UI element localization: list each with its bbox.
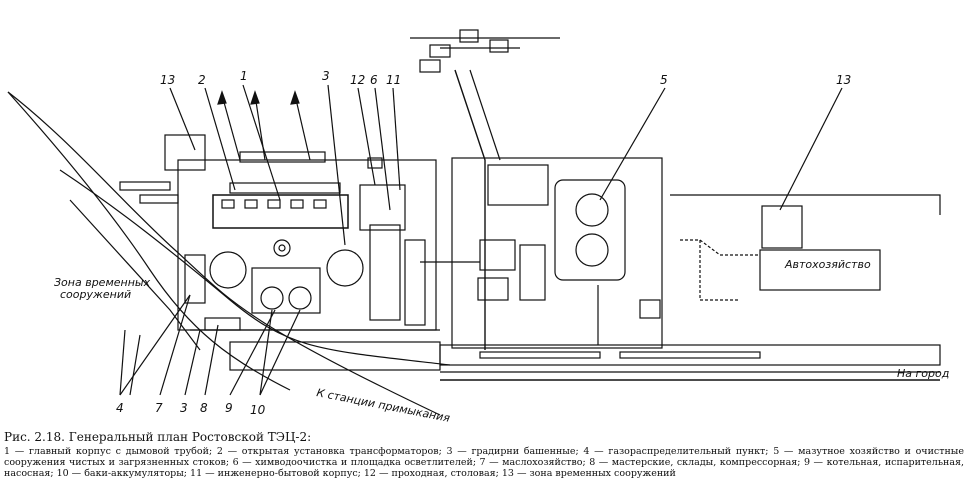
to-city-label: На город <box>897 367 949 380</box>
label-9: 9 <box>225 401 233 415</box>
label-13-right: 13 <box>836 73 851 87</box>
zone-label-line2: сооружений <box>60 288 131 301</box>
label-12: 12 <box>350 73 365 87</box>
railway-track <box>119 329 126 396</box>
fuel-oil-tank <box>575 233 609 267</box>
to-station-label: К станции примыкания <box>315 386 451 425</box>
railway-track <box>7 91 441 416</box>
railway-track <box>7 91 291 391</box>
auto-depot-label: Автохозяйство <box>784 258 871 271</box>
main-road <box>439 344 941 366</box>
accumulator-tank <box>260 286 284 310</box>
auto-depot <box>759 249 881 291</box>
label-8: 8 <box>200 401 208 415</box>
label-2: 2 <box>198 73 206 87</box>
figure-caption: Рис. 2.18. Генеральный план Ростовской Т… <box>4 430 964 479</box>
zone-label-line1: Зона временных <box>54 276 151 289</box>
label-5: 5 <box>660 73 668 87</box>
railway-track <box>69 199 201 351</box>
label-10: 10 <box>250 403 266 417</box>
label-11: 11 <box>386 73 401 87</box>
label-3-top: 3 <box>322 69 330 83</box>
caption-title: Рис. 2.18. Генеральный план Ростовской Т… <box>4 430 312 444</box>
cooling-tower <box>326 249 364 287</box>
caption-legend: 1 — главный корпус с дымовой трубой; 2 —… <box>4 446 964 479</box>
label-4: 4 <box>116 401 124 415</box>
railway-track <box>59 169 451 366</box>
label-13-left: 13 <box>160 73 175 87</box>
fuel-oil-tank <box>575 193 609 227</box>
cooling-tower <box>209 251 247 289</box>
main-building <box>212 194 349 229</box>
label-6-top: 6 <box>370 73 378 87</box>
label-3-bottom: 3 <box>180 401 188 415</box>
fuel-oil-area <box>451 157 663 349</box>
accumulator-tank <box>288 286 312 310</box>
label-1: 1 <box>240 69 248 83</box>
railway-track <box>129 334 141 396</box>
stack <box>273 239 291 257</box>
general-plan-drawing: 13 2 1 3 12 6 11 5 13 4 7 3 8 9 10 Зона … <box>7 29 949 425</box>
label-7: 7 <box>155 401 163 415</box>
boiler-house <box>251 267 321 314</box>
temporary-zone-right <box>761 205 803 249</box>
